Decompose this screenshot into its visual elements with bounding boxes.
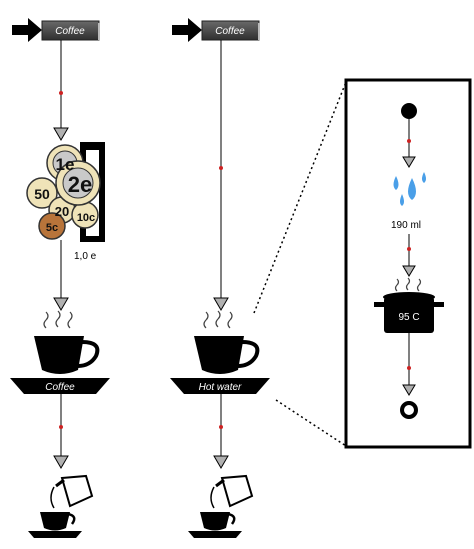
flow-dot [407, 366, 411, 370]
pour-water-icon [188, 474, 254, 538]
flow-dot [219, 166, 223, 170]
flow-arrowhead-icon [53, 297, 69, 311]
water-drops-icon [393, 172, 426, 206]
start-node-icon [401, 103, 417, 119]
steam-icon [43, 310, 73, 329]
coffee-cup-icon [194, 336, 260, 374]
zoom-connector [275, 399, 347, 447]
flow-arrowhead-icon [53, 455, 69, 469]
coin-label: 50 [34, 186, 50, 202]
saucer-label: Hot water [199, 382, 242, 393]
coin-label: 10c [77, 212, 95, 224]
flow-dot [59, 91, 63, 95]
saucer: Hot water [170, 378, 270, 394]
flow-dot [219, 425, 223, 429]
coin-label: 1e [56, 155, 75, 174]
hot-water-detail-panel: 190 ml 95 C [344, 78, 472, 449]
start-label-box[interactable]: Coffee [41, 20, 100, 41]
coin-label: 2e [68, 172, 92, 197]
flow-dot [407, 139, 411, 143]
volume-label: 190 ml [391, 220, 421, 231]
flow-dot [407, 247, 411, 251]
start-label: Coffee [215, 26, 245, 37]
coin-label: 20 [55, 204, 69, 219]
start-arrow-icon [172, 18, 202, 42]
steam-icon [203, 310, 233, 329]
start-label-box[interactable]: Coffee [201, 20, 260, 41]
flow-arrowhead-icon [213, 455, 229, 469]
flow-hot-water: Coffee Hot water [170, 18, 270, 538]
zoom-connector [253, 81, 347, 314]
payment-coins-icon: 1e 2e 50 20 10c 5c [26, 142, 105, 242]
saucer-label: Coffee [45, 382, 75, 393]
flow-arrowhead-icon [213, 297, 229, 311]
price-label: 1,0 e [74, 251, 97, 262]
end-node-icon [400, 401, 418, 419]
flow-arrowhead-icon [402, 265, 416, 277]
temperature-label: 95 C [398, 312, 419, 323]
steam-icon [394, 277, 422, 292]
flow-dot [59, 425, 63, 429]
coffee-cup-icon [34, 336, 100, 374]
cooking-pot-icon: 95 C [374, 292, 444, 333]
flow-arrowhead-icon [402, 156, 416, 168]
start-arrow-icon [12, 18, 42, 42]
pour-coffee-icon [28, 474, 94, 538]
flow-arrowhead-icon [402, 384, 416, 396]
flow-arrowhead-icon [53, 127, 69, 141]
start-label: Coffee [55, 26, 85, 37]
saucer: Coffee [10, 378, 110, 394]
coin-label: 5c [46, 222, 58, 234]
flow-coffee: Coffee 1e 2e 50 20 10c 5c 1,0 e [10, 18, 110, 538]
